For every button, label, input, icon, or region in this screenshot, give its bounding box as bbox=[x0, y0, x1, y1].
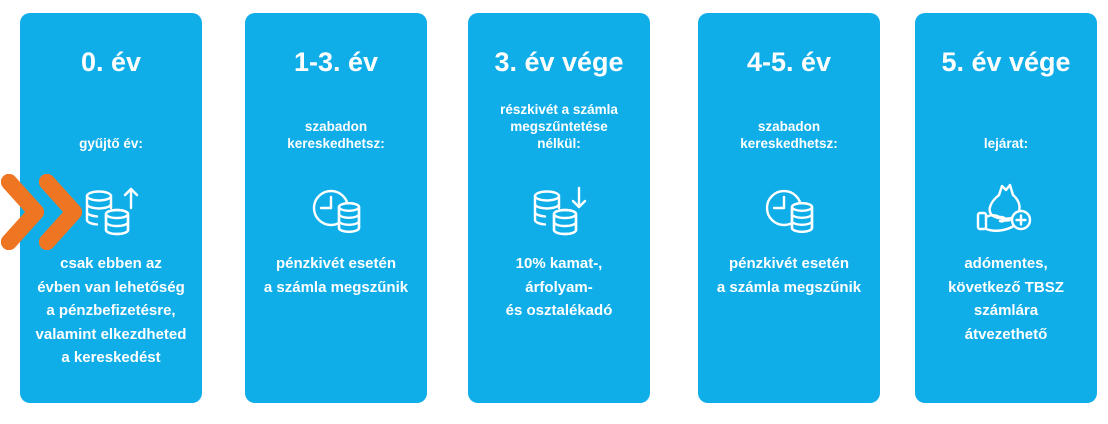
clock-coins-icon bbox=[245, 171, 427, 247]
double-chevron-right-icon bbox=[1, 174, 82, 250]
hand-moneybag-plus-icon bbox=[915, 171, 1097, 247]
card-body: adómentes, következő TBSZ számlára átvez… bbox=[948, 255, 1064, 343]
card-body: pénzkivét esetén a számla megszűnik bbox=[716, 255, 862, 296]
card-body: csak ebben az évben van lehetőség a pénz… bbox=[35, 255, 187, 366]
card-subtitle: szabadon kereskedhetsz: bbox=[287, 119, 385, 151]
card-title: 4-5. év bbox=[746, 47, 832, 77]
coins-up-icon bbox=[20, 171, 202, 247]
card-title: 5. év vége bbox=[941, 47, 1071, 77]
card-year-4-5: 4-5. év szabadon kereskedhetsz: pénzkivé… bbox=[698, 13, 880, 403]
card-title: 3. év vége bbox=[494, 47, 624, 77]
card-subtitle: részkivét a számla megszűntetése nélkül: bbox=[500, 102, 618, 151]
card-body: pénzkivét esetén a számla megszűnik bbox=[263, 255, 409, 296]
card-year-3-end: 3. év vége részkivét a számla megszűntet… bbox=[468, 13, 650, 403]
coins-down-icon bbox=[468, 171, 650, 247]
card-year-5-end: 5. év vége lejárat: adómentes, következő… bbox=[915, 13, 1097, 403]
card-subtitle: gyűjtő év: bbox=[79, 136, 143, 151]
clock-coins-icon bbox=[698, 171, 880, 247]
card-body: 10% kamat-, árfolyam- és osztalékadó bbox=[505, 255, 613, 319]
card-subtitle: szabadon kereskedhetsz: bbox=[740, 119, 838, 151]
card-year-0: 0. év gyűjtő év: csak ebben az évben van… bbox=[20, 13, 202, 403]
card-title: 1-3. év bbox=[293, 47, 379, 77]
card-year-1-3: 1-3. év szabadon kereskedhetsz: pénzkivé… bbox=[245, 13, 427, 403]
card-subtitle: lejárat: bbox=[983, 136, 1029, 151]
card-title: 0. év bbox=[80, 47, 142, 77]
